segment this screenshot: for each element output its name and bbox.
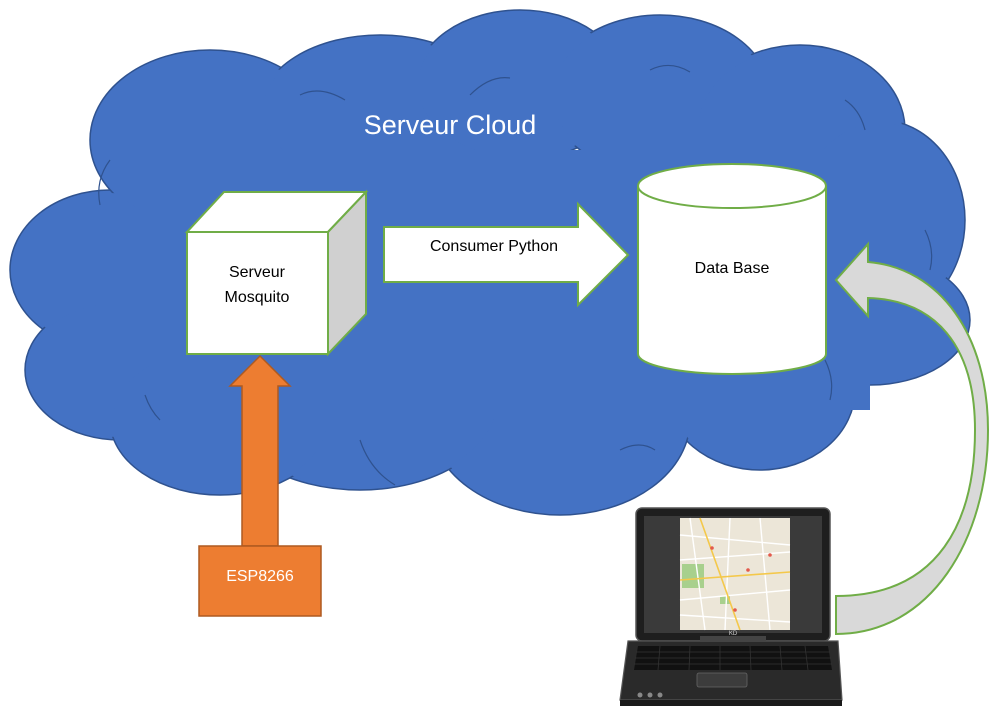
esp8266-box xyxy=(198,545,322,617)
mosquitto-server-cube xyxy=(184,189,369,357)
mosquitto-label: Serveur Mosquito xyxy=(188,260,326,310)
laptop-to-database-arrow xyxy=(834,241,990,636)
cloud-title: Serveur Cloud xyxy=(363,110,537,140)
mosquitto-label-line2: Mosquito xyxy=(224,289,290,306)
consumer-python-arrow xyxy=(383,201,630,308)
database-label: Data Base xyxy=(694,260,770,277)
laptop-brand: KD xyxy=(729,631,738,637)
map-screen xyxy=(679,517,791,631)
consumer-python-label: Consumer Python xyxy=(429,238,559,255)
esp8266-label: ESP8266 xyxy=(226,568,294,585)
mosquitto-label-line1: Serveur xyxy=(228,264,286,281)
database-cylinder xyxy=(637,163,827,375)
laptop-illustration: KD xyxy=(619,507,843,706)
esp-upload-arrow xyxy=(228,354,292,547)
